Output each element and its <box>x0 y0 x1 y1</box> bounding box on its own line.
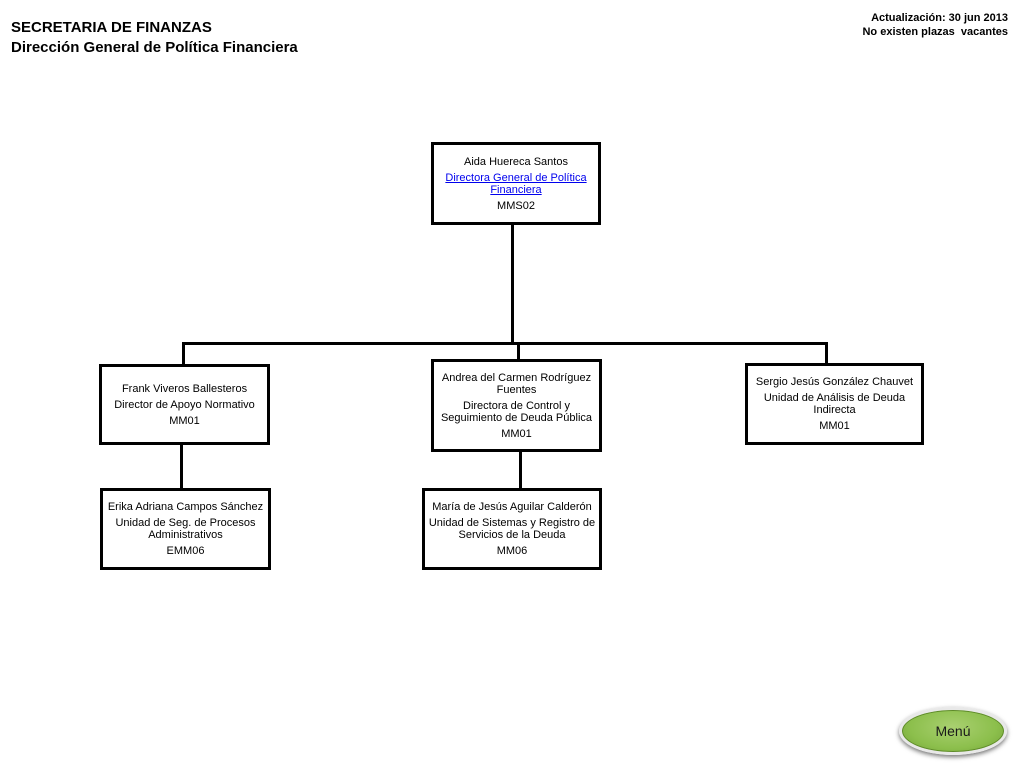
connector-center-child <box>519 451 522 489</box>
node-role: Director de Apoyo Normativo <box>114 398 255 411</box>
menu-button[interactable]: Menú <box>899 707 1007 755</box>
node-code: MM01 <box>819 420 850 432</box>
vacancy-note: No existen plazas vacantes <box>862 26 1008 38</box>
node-role: Unidad de Seg. de Procesos Administrativ… <box>115 517 256 541</box>
org-node-apoyo-normativo: Frank Viveros Ballesteros Director de Ap… <box>99 364 270 445</box>
node-name: María de Jesús Aguilar Calderón <box>432 501 592 513</box>
node-code: EMM06 <box>166 545 205 557</box>
connector-center-drop <box>517 342 520 360</box>
connector-right-drop <box>825 342 828 364</box>
node-code: MMS02 <box>497 199 535 212</box>
page-title: SECRETARIA DE FINANZAS <box>11 19 212 36</box>
node-name: Sergio Jesús González Chauvet <box>755 376 914 388</box>
org-node-director-general: Aida Huereca Santos Directora General de… <box>431 142 601 225</box>
node-role: Directora de Control y Seguimiento de De… <box>440 399 593 424</box>
connector-left-drop <box>182 342 185 366</box>
update-date: Actualización: 30 jun 2013 <box>871 12 1008 24</box>
node-code: MM01 <box>169 414 200 427</box>
node-name: Frank Viveros Ballesteros <box>121 382 248 395</box>
update-info: Actualización: 30 jun 2013 No existen pl… <box>862 11 1008 39</box>
node-code: MM01 <box>501 427 532 440</box>
org-node-deuda-indirecta: Sergio Jesús González Chauvet Unidad de … <box>745 363 924 445</box>
org-node-procesos-admin: Erika Adriana Campos Sánchez Unidad de S… <box>100 488 271 570</box>
node-name: Aida Huereca Santos <box>464 155 568 168</box>
node-name: Erika Adriana Campos Sánchez <box>107 501 264 513</box>
org-node-sistemas-deuda: María de Jesús Aguilar Calderón Unidad d… <box>422 488 602 570</box>
connector-top-vertical <box>511 224 514 344</box>
menu-button-label: Menú <box>935 723 971 739</box>
page-header: SECRETARIA DE FINANZAS Dirección General… <box>11 18 298 58</box>
org-node-control-deuda: Andrea del Carmen Rodríguez Fuentes Dire… <box>431 359 602 452</box>
node-code: MM06 <box>496 545 528 557</box>
node-role-link[interactable]: Directora General de Política Financiera <box>445 171 587 196</box>
node-role: Unidad de Sistemas y Registro de Servici… <box>428 517 596 541</box>
node-role: Unidad de Análisis de Deuda Indirecta <box>763 392 906 416</box>
node-name: Andrea del Carmen Rodríguez Fuentes <box>441 371 592 396</box>
connector-horizontal <box>182 342 828 345</box>
page-subtitle: Dirección General de Política Financiera <box>11 39 298 56</box>
connector-left-child <box>180 444 183 489</box>
